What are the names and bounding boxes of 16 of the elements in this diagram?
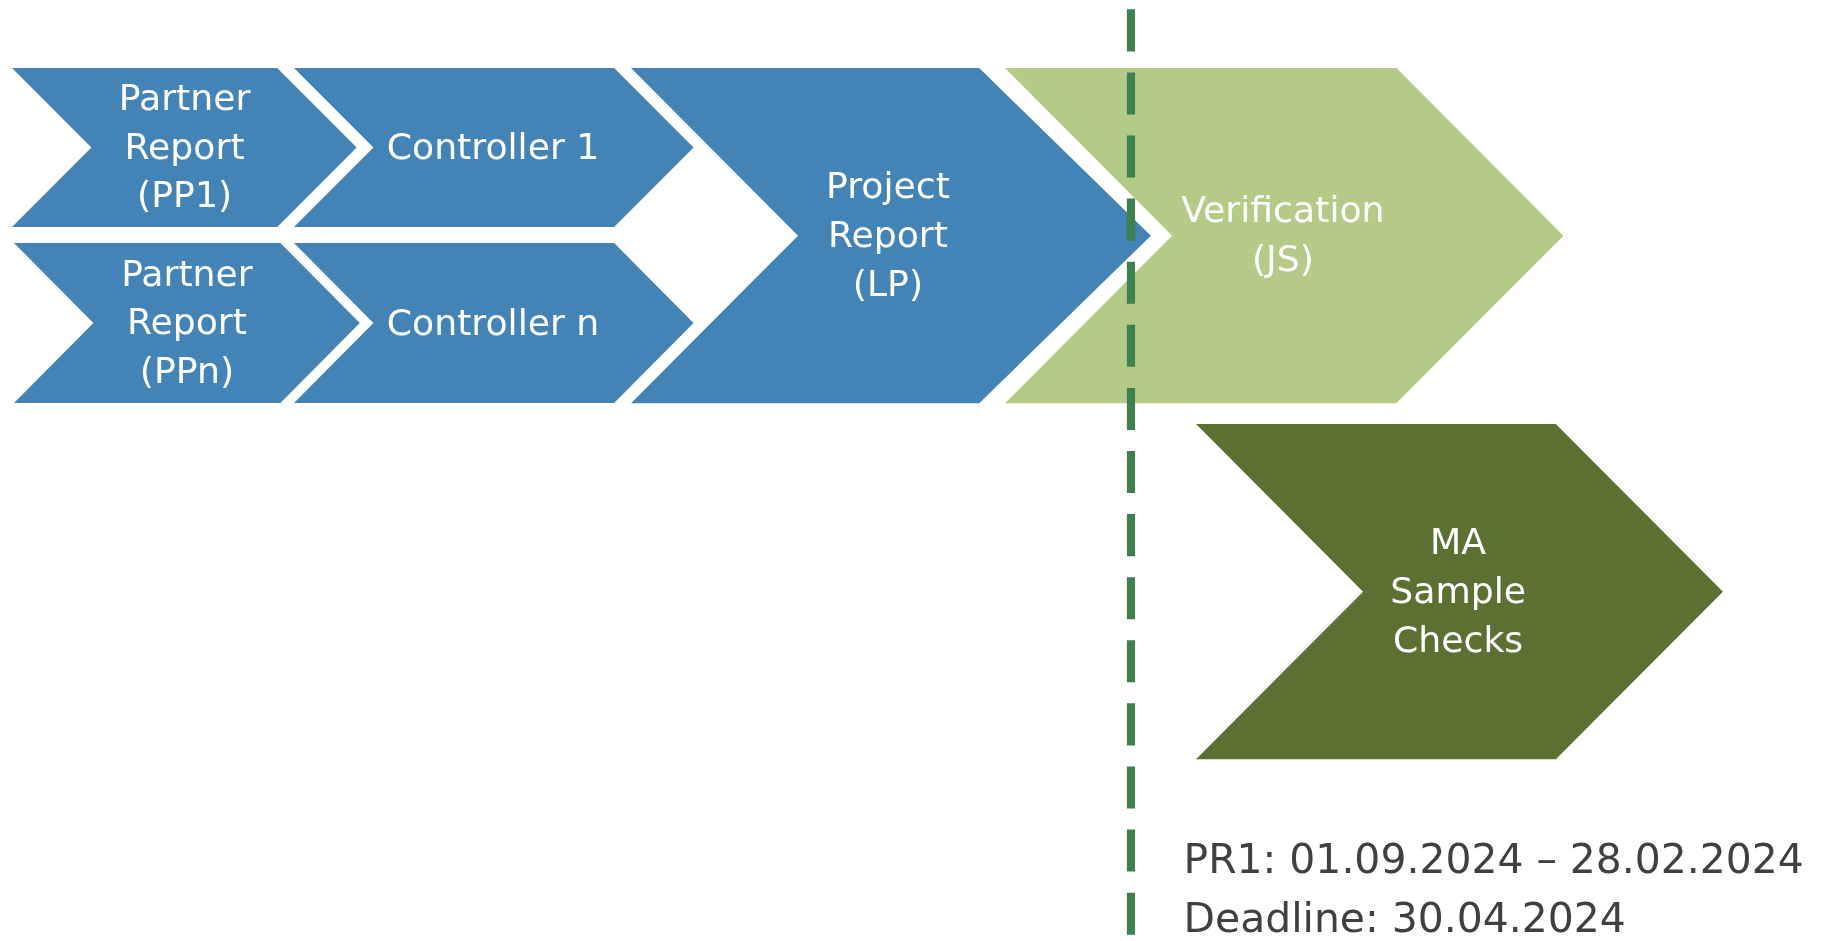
step-label: Partner Report (PP1)	[117, 74, 252, 219]
process-step	[294, 67, 694, 227]
process-step	[630, 67, 1151, 404]
step-label: Partner Report (PPn)	[120, 250, 254, 395]
step-label: Controller 1	[385, 123, 601, 170]
date-note: Deadline: 30.04.2024	[1183, 893, 1626, 941]
process-step	[1004, 67, 1564, 404]
date-note: PR1: 01.09.2024 – 28.02.2024	[1183, 835, 1804, 884]
step-label: Verification (JS)	[1180, 187, 1386, 283]
process-step	[294, 243, 694, 404]
process-step	[11, 67, 357, 227]
process-step	[14, 243, 360, 404]
step-label: MA Sample Checks	[1389, 519, 1527, 664]
process-step	[1196, 424, 1724, 760]
step-label: Project Report (LP)	[825, 162, 951, 307]
step-label: Controller n	[385, 299, 601, 346]
